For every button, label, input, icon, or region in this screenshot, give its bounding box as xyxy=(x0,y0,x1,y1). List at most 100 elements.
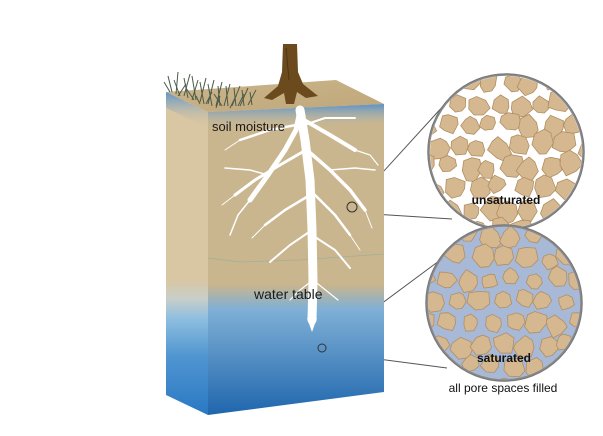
sand-grain xyxy=(583,249,598,265)
sand-grain xyxy=(513,335,535,359)
sand-grain xyxy=(567,76,582,96)
sand-grain xyxy=(509,76,536,77)
sand-grain xyxy=(402,379,420,398)
sand-grain xyxy=(502,267,520,285)
sand-grain xyxy=(479,353,500,373)
sand-grain xyxy=(569,312,580,328)
moisture-rim xyxy=(166,92,208,128)
sand-grain xyxy=(430,76,443,94)
sand-grain xyxy=(560,381,579,403)
sand-grain xyxy=(487,174,507,194)
block-front-face xyxy=(166,92,208,415)
sand-grain xyxy=(404,291,427,311)
sand-grain xyxy=(592,358,603,376)
sand-grain xyxy=(532,95,550,114)
sand-grain xyxy=(581,76,582,90)
sand-grain xyxy=(583,194,602,213)
sand-grain xyxy=(469,176,491,199)
sand-grain xyxy=(439,114,459,135)
tree-trunk-icon xyxy=(264,44,318,104)
sand-grain xyxy=(458,268,478,294)
sand-grain xyxy=(485,313,502,334)
sand-grain xyxy=(436,312,456,331)
sand-grain xyxy=(467,140,486,157)
sand-grain xyxy=(510,95,534,119)
sand-grain xyxy=(463,202,480,220)
sand-grain xyxy=(406,174,427,196)
sand-grain xyxy=(494,290,513,309)
sand-grain xyxy=(477,159,495,179)
sand-grain xyxy=(534,174,557,199)
saturated-label: saturated xyxy=(477,351,531,365)
sand-grain xyxy=(530,50,547,68)
root-system xyxy=(221,105,379,325)
sand-grain xyxy=(402,131,426,154)
sand-grain xyxy=(532,290,553,310)
sand-grain xyxy=(428,291,445,313)
sand-grain xyxy=(428,380,446,394)
sand-grain xyxy=(469,76,494,78)
sand-grain xyxy=(518,113,539,139)
sand-grain xyxy=(434,76,454,91)
sand-grain xyxy=(507,312,526,331)
sand-grain xyxy=(460,115,481,135)
sand-grain xyxy=(445,177,466,199)
unsaturated-magnifier: unsaturated xyxy=(402,48,603,241)
sand-grain xyxy=(568,218,582,228)
sand-grain xyxy=(449,94,467,113)
sand-grain xyxy=(493,332,515,354)
sand-grain xyxy=(466,290,491,311)
sand-grain xyxy=(430,223,446,228)
sand-grain xyxy=(491,94,510,114)
sand-grain xyxy=(493,245,515,266)
sand-grain xyxy=(430,52,449,69)
sand-grain xyxy=(428,358,435,379)
sand-grain xyxy=(495,48,512,70)
moisture-rim-side xyxy=(208,104,384,130)
sand-grain xyxy=(471,243,495,268)
sand-grain xyxy=(581,383,600,400)
sand-grain xyxy=(407,92,425,109)
sand-grain xyxy=(479,227,503,249)
sand-grain xyxy=(525,273,543,290)
sand-grain xyxy=(514,176,535,198)
sand-grain xyxy=(524,311,549,334)
sand-grain xyxy=(508,134,530,155)
sand-grain xyxy=(481,273,499,289)
sand-grain xyxy=(574,55,592,75)
sand-grain xyxy=(545,314,568,339)
saturated-magnifier: saturated xyxy=(402,197,603,403)
sand-grain xyxy=(478,114,496,131)
sand-grain xyxy=(486,136,512,162)
sand-grain xyxy=(402,244,422,265)
grass-icon xyxy=(163,71,257,109)
sand-grain xyxy=(541,253,559,271)
unsaturated-label: unsaturated xyxy=(472,193,541,207)
sand-grain xyxy=(582,288,598,306)
sand-grain xyxy=(469,334,493,356)
sand-grain xyxy=(404,225,422,241)
sand-grain xyxy=(531,128,554,155)
sand-grain xyxy=(579,197,603,220)
sand-grain xyxy=(468,96,491,116)
sand-grain xyxy=(411,337,425,353)
sand-grain xyxy=(547,265,568,287)
pore-note-label: all pore spaces filled xyxy=(449,381,558,395)
sand-grain xyxy=(448,292,467,310)
sand-grain xyxy=(590,315,603,337)
sand-grain xyxy=(576,334,580,354)
sand-grain xyxy=(499,112,523,131)
sand-grain xyxy=(559,149,582,177)
sand-grain xyxy=(428,227,435,246)
sand-grain xyxy=(567,227,580,244)
sand-grain xyxy=(587,224,603,243)
sand-grain xyxy=(438,155,458,173)
sand-grain xyxy=(584,118,603,135)
sand-grain xyxy=(452,50,474,71)
sand-grain xyxy=(539,336,560,358)
unsaturated-grains xyxy=(402,48,603,241)
sample-marker-lower xyxy=(317,343,327,353)
water-table-label: water table xyxy=(253,286,323,302)
sand-grain xyxy=(499,227,521,249)
